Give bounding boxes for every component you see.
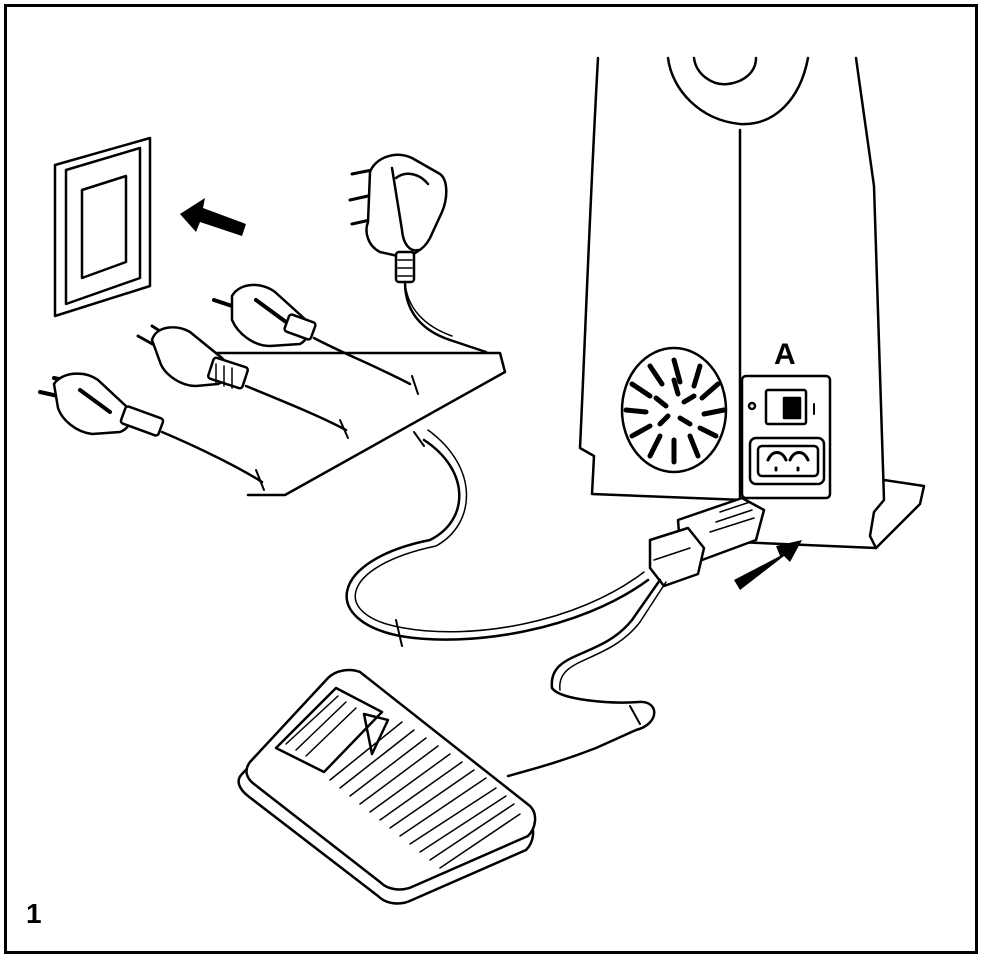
plug-euro [212,283,419,395]
plug-uk-adapter [348,153,488,354]
figure-frame [4,4,978,954]
figure-number: 1 [26,898,42,929]
plug-euro-2 [38,372,265,491]
cord-main [345,429,650,647]
wall-socket [53,136,152,318]
machine-socket-connector [550,496,766,691]
arrow-to-wall-icon [180,198,246,236]
plug-us [136,324,349,439]
sewing-machine [578,56,926,550]
arrow-to-machine-icon [734,540,802,590]
cord-to-pedal [506,686,656,778]
callout-a-power-switch: A [774,338,796,371]
foot-controller [237,668,537,905]
cord-cut-sheet [210,351,507,497]
